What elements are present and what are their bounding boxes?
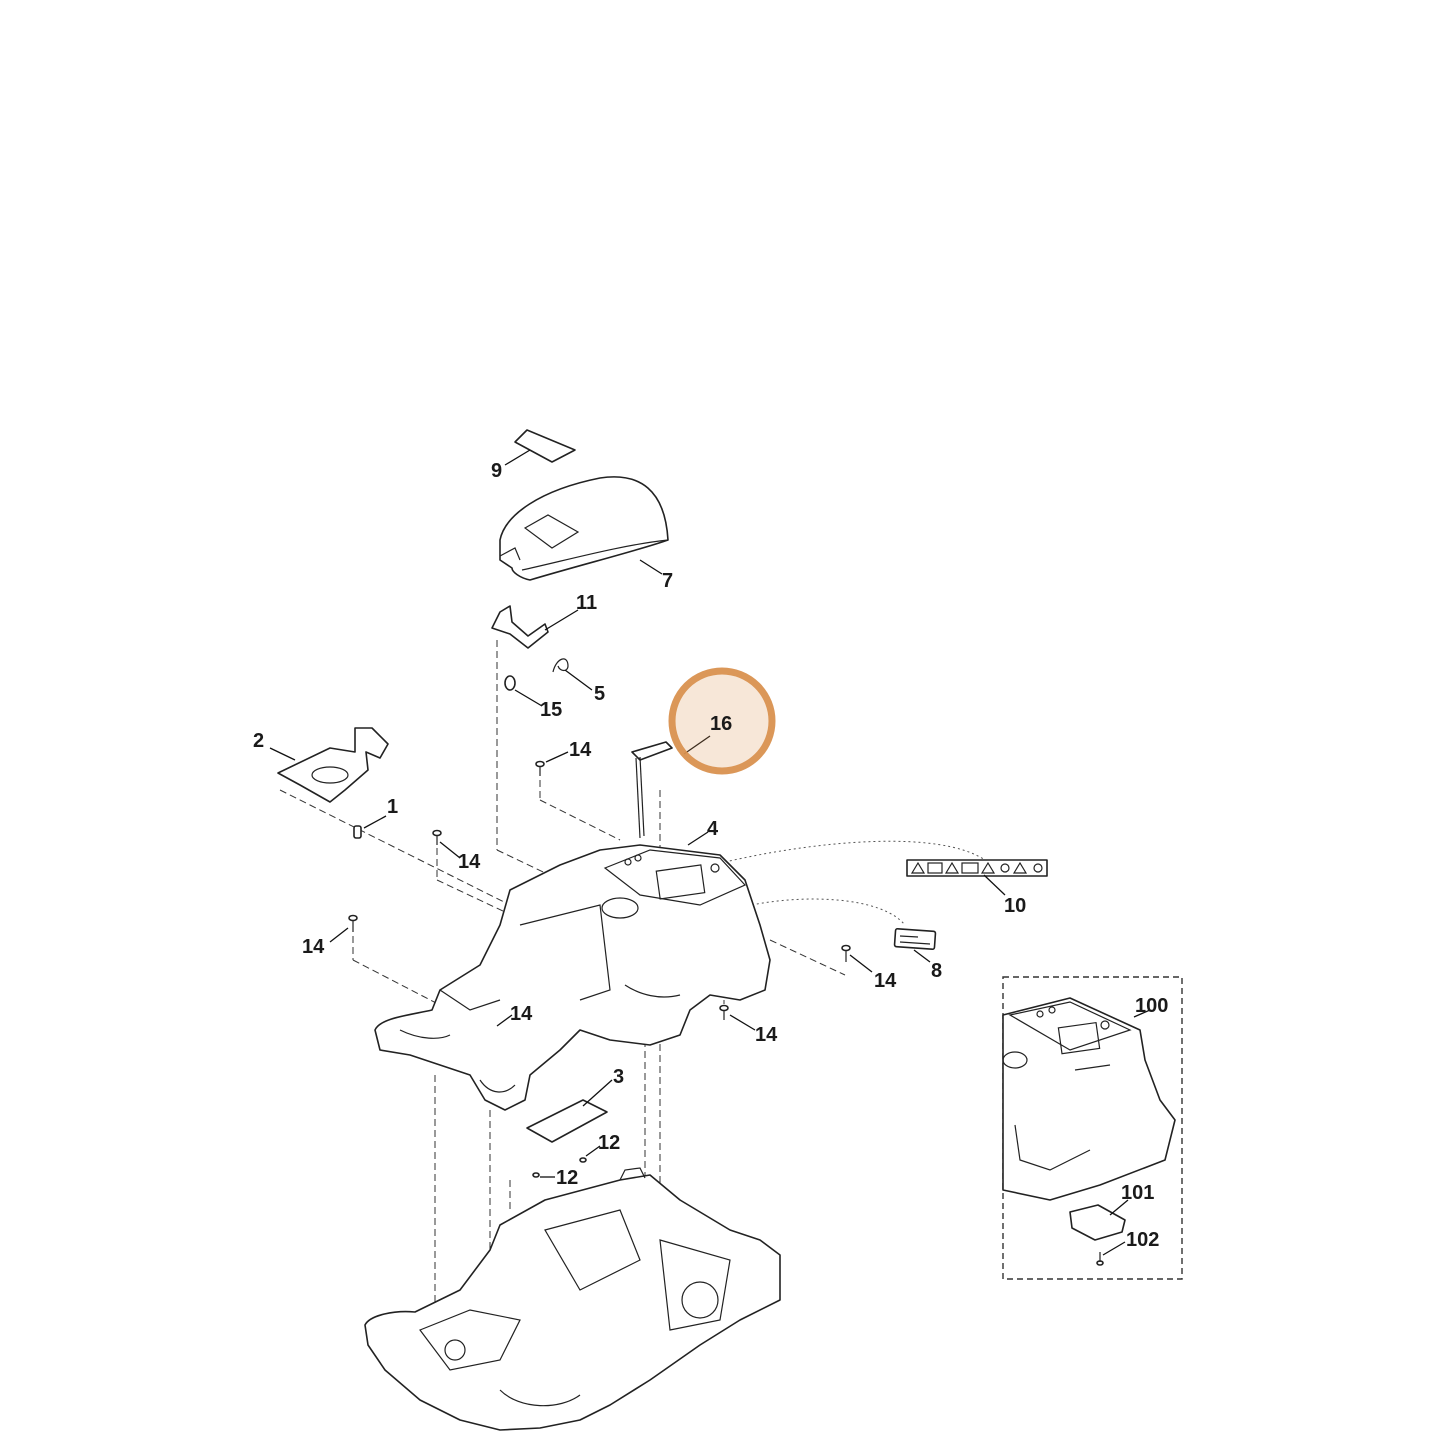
part-15-pin [504, 675, 516, 691]
label-5[interactable]: 5 [594, 683, 605, 705]
leader-lines [269, 449, 1151, 1256]
label-12[interactable]: 12 [556, 1167, 578, 1189]
part-1-pin [353, 825, 362, 839]
label-4[interactable]: 4 [707, 818, 719, 840]
chassis-frame [364, 1167, 781, 1431]
part-16-probe [631, 741, 673, 839]
part-7-top-cover [499, 476, 669, 581]
label-14[interactable]: 14 [302, 936, 325, 958]
label-102[interactable]: 102 [1126, 1229, 1159, 1251]
part-2-plate [277, 727, 389, 803]
label-1[interactable]: 1 [387, 796, 398, 818]
label-15[interactable]: 15 [540, 699, 562, 721]
label-14[interactable]: 14 [755, 1024, 778, 1046]
label-101[interactable]: 101 [1121, 1182, 1154, 1204]
label-10[interactable]: 10 [1004, 895, 1026, 917]
screw-icon [432, 829, 442, 845]
screw-icon [348, 914, 358, 932]
label-3[interactable]: 3 [613, 1066, 624, 1088]
part-5-spring [552, 658, 569, 673]
label-14[interactable]: 14 [510, 1003, 533, 1025]
screw-icon [535, 760, 545, 776]
part-labels: 9 7 11 5 15 2 1 14 14 14 14 14 14 4 16 1… [253, 460, 1168, 1251]
screw-icon [719, 1004, 729, 1020]
label-14[interactable]: 14 [458, 851, 481, 873]
part-3-pad [526, 1099, 608, 1143]
highlight-fill-16 [675, 674, 769, 768]
screw-icon [532, 1172, 540, 1178]
part-9-sticker [514, 429, 576, 463]
screw-icon [579, 1157, 587, 1163]
label-11[interactable]: 11 [576, 592, 597, 614]
part-10-warning-label [906, 859, 1048, 877]
screw-icon [841, 944, 851, 962]
label-16[interactable]: 16 [710, 713, 732, 735]
label-9[interactable]: 9 [491, 460, 502, 482]
label-7[interactable]: 7 [662, 570, 673, 592]
part-101-tray [1069, 1204, 1126, 1241]
label-8[interactable]: 8 [931, 960, 942, 982]
label-100[interactable]: 100 [1135, 995, 1168, 1017]
label-12[interactable]: 12 [598, 1132, 620, 1154]
highlight-marker-16 [668, 667, 776, 775]
part-8-label [893, 927, 937, 951]
label-8-guide [751, 898, 906, 926]
label-2[interactable]: 2 [253, 730, 264, 752]
part-11-bracket [491, 605, 549, 649]
label-10-guide [724, 840, 986, 863]
part-4-main-housing [374, 844, 771, 1111]
label-14[interactable]: 14 [874, 970, 897, 992]
label-14[interactable]: 14 [569, 739, 592, 761]
